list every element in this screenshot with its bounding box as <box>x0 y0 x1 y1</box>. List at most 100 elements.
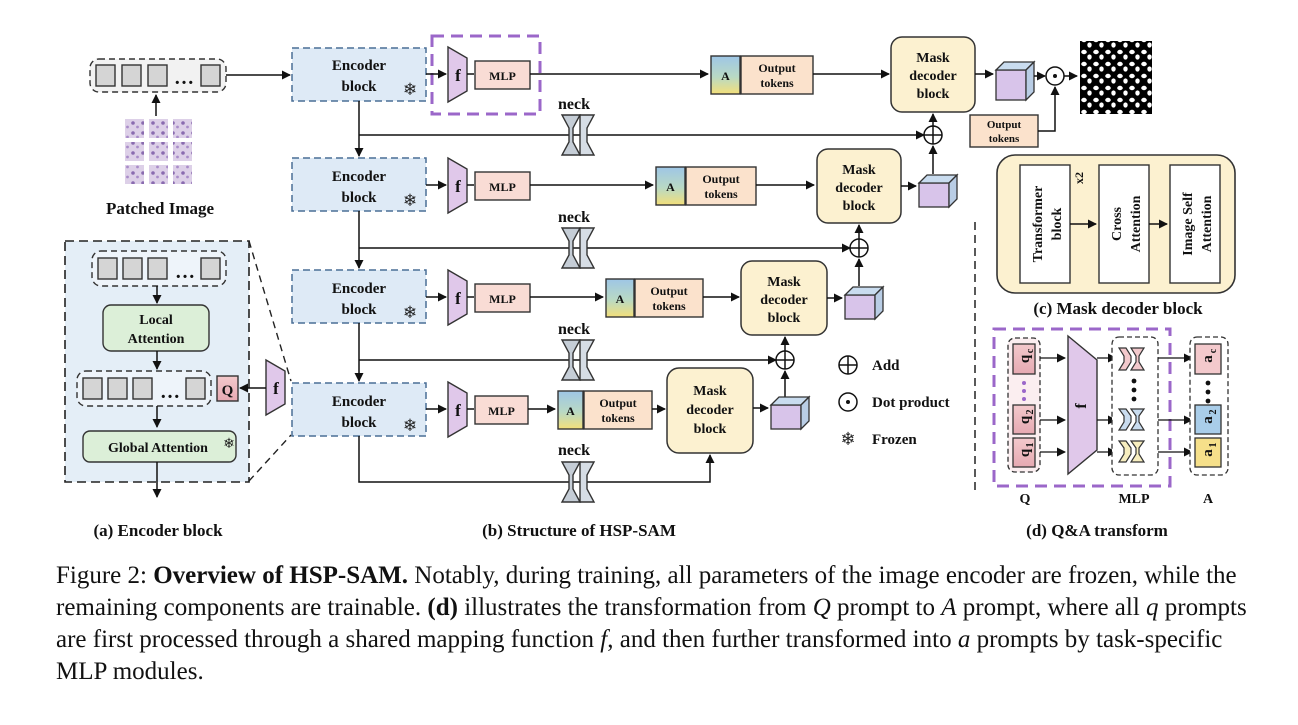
x2-label: x2 <box>1072 172 1086 184</box>
neck-1 <box>560 114 596 156</box>
output-tokens-label: Output <box>702 172 739 186</box>
patched-image: … Patched Image <box>89 58 227 218</box>
legend-add: Add <box>872 358 900 374</box>
transformer-label: Transformer <box>1031 186 1046 263</box>
panel-c-mask-decoder: Transformer block x2 Cross Attention Ima… <box>996 154 1236 294</box>
a-label: A <box>721 69 730 83</box>
mlp-block <box>474 283 531 313</box>
subcaption-a: (a) Encoder block <box>93 521 223 540</box>
mlp-1 <box>1117 440 1132 463</box>
caption-math-a-lower: a <box>957 626 971 653</box>
legend-dot-product: Dot product <box>872 395 950 411</box>
local-attention-label-2: Attention <box>128 332 185 347</box>
caption-text: prompt to <box>830 594 942 621</box>
caption-text: illustrates the transformation from <box>457 594 813 621</box>
subcaption-c: (c) Mask decoder block <box>1033 299 1203 318</box>
mask-decoder-label: Mask <box>916 51 950 66</box>
mask-decoder-label-2: decoder <box>760 293 807 308</box>
mask-decoder-label-3: block <box>843 199 876 214</box>
caption-text: prompts are first processed through a sh… <box>56 594 1247 653</box>
output-tokens <box>583 390 653 430</box>
f-label: f <box>273 379 279 398</box>
f-mapping <box>447 268 468 327</box>
neck-label: neck <box>558 209 590 226</box>
mask-decoder-label: Mask <box>842 163 876 178</box>
patched-image-label: Patched Image <box>106 199 215 218</box>
f-label: f <box>455 289 461 308</box>
segmentation-mask-image <box>1080 41 1152 114</box>
neck-label: neck <box>558 442 590 459</box>
caption-math-a: A <box>941 594 957 621</box>
output-tokens-final <box>969 114 1039 148</box>
q-2-sub: 2 <box>1025 410 1036 415</box>
a-2-sub: 2 <box>1208 410 1219 415</box>
caption-math-q-lower: q <box>1146 594 1159 621</box>
subcaption-b: (b) Structure of HSP-SAM <box>482 521 676 540</box>
snowflake-icon: ❄ <box>403 416 417 435</box>
q-1-label: q <box>1017 448 1033 457</box>
caption-math-q: Q <box>812 594 831 621</box>
a-c-sub: c <box>1208 348 1219 353</box>
f-label: f <box>455 66 461 85</box>
figure-caption: Figure 2: Overview of HSP-SAM. Notably, … <box>56 560 1256 688</box>
col-q-label: Q <box>1020 492 1031 507</box>
mask-decoder-4 <box>666 367 754 454</box>
caption-title: Overview of HSP-SAM. <box>153 562 409 589</box>
caption-text: , and then further transformed into <box>607 626 958 653</box>
figure-diagram: … Local Attention … Q f Global Attention… <box>64 34 1236 540</box>
mask-decoder-label: Mask <box>767 275 801 290</box>
mlp-c <box>1117 347 1132 371</box>
mask-decoder-label-3: block <box>917 87 950 102</box>
q-token-label: Q <box>222 383 234 399</box>
output-tokens-label-2: tokens <box>601 411 635 425</box>
neck-label: neck <box>558 321 590 338</box>
mask-decoder-label: Mask <box>693 384 727 399</box>
mask-decoder-label-2: decoder <box>909 69 956 84</box>
mask-embedding-cube <box>994 60 1036 102</box>
encoder-label: Encoder <box>332 394 387 410</box>
a-prompt <box>605 278 635 318</box>
output-tokens-label: Output <box>758 61 795 75</box>
output-tokens-label: Output <box>650 284 687 298</box>
cross-attention-block <box>1098 164 1150 284</box>
f-label: f <box>1073 403 1090 409</box>
mlp-block <box>474 171 531 201</box>
snowflake-icon: ❄ <box>403 191 417 210</box>
mlp-block <box>474 395 529 425</box>
trainable-highlight <box>430 34 542 116</box>
ellipsis-text: … <box>160 381 180 403</box>
mask-decoder-label-2: decoder <box>686 403 733 418</box>
global-attention-label: Global Attention <box>108 441 208 456</box>
mask-decoder-label-3: block <box>694 422 727 437</box>
output-tokens-label-2: tokens <box>704 187 738 201</box>
caption-text: prompts by task-specific MLP modules. <box>56 626 1223 685</box>
transformer-label-2: block <box>1050 207 1065 240</box>
encoder-label-2: block <box>341 190 377 206</box>
a-label: A <box>666 180 675 194</box>
encoder-label: Encoder <box>332 169 387 185</box>
output-tokens-label: Output <box>987 119 1022 131</box>
encoder-block-4: Encoder block ❄ <box>291 382 427 437</box>
mlp-label: MLP <box>489 180 516 194</box>
output-tokens-label: Output <box>599 396 636 410</box>
mlp-block <box>474 60 531 90</box>
legend: Add Dot product ❄ Frozen <box>838 355 950 449</box>
panel-a-encoder-block: … Local Attention … Q f Global Attention… <box>64 240 292 498</box>
output-tokens <box>685 166 757 206</box>
panel-d-qa-transform: q c q 2 q 1 f a c <box>992 327 1229 488</box>
f-mapping <box>447 45 468 104</box>
a-prompt <box>655 166 686 206</box>
f-label: f <box>455 177 461 196</box>
output-tokens-label-2: tokens <box>989 133 1020 145</box>
mask-decoder-label-3: block <box>768 311 801 326</box>
neck-2 <box>560 227 596 269</box>
q-c-label: q <box>1017 354 1033 363</box>
mlp-label: MLP <box>489 292 516 306</box>
encoder-label-2: block <box>341 415 377 431</box>
output-tokens-label-2: tokens <box>760 76 794 90</box>
a-c-label: a <box>1200 355 1216 363</box>
snowflake-icon: ❄ <box>403 303 417 322</box>
f-label: f <box>455 401 461 420</box>
mlp-label: MLP <box>489 69 516 83</box>
output-tokens <box>634 278 704 318</box>
